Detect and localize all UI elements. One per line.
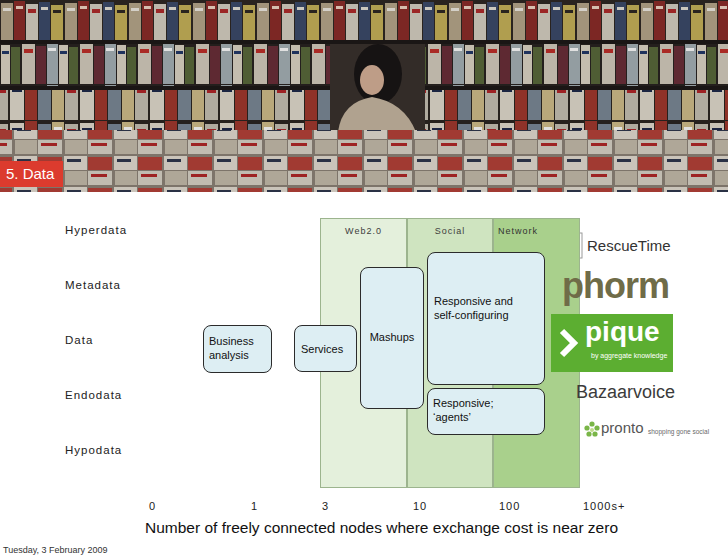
label-slot: 10 bbox=[413, 500, 427, 513]
logo-text: by aggregate knowledge bbox=[591, 352, 667, 360]
label-slot: Hypodata bbox=[65, 444, 122, 457]
label-slot: Data bbox=[65, 334, 93, 347]
date-footer: Tuesday, 3 February 2009 bbox=[3, 545, 108, 555]
process-box: Mashups bbox=[360, 267, 424, 409]
photo-shade bbox=[0, 0, 728, 192]
slide-title: 5. Data bbox=[6, 165, 54, 183]
axis-tick: 3 bbox=[322, 500, 329, 513]
label-slot: 100 bbox=[499, 500, 520, 513]
label-slot: 0 bbox=[149, 500, 156, 513]
axis-tick: 10 bbox=[413, 500, 427, 513]
row-label: Data bbox=[65, 334, 93, 347]
label-slot: Hyperdata bbox=[65, 224, 127, 237]
pronto-petal bbox=[592, 431, 597, 436]
logo-text: phorm bbox=[562, 265, 669, 306]
label-slot: RescueTime bbox=[587, 237, 671, 254]
label-slot: Bazaarvoice bbox=[576, 382, 675, 403]
row-label: Endodata bbox=[65, 389, 122, 402]
process-box: Responsive; ‘agents’ bbox=[427, 388, 545, 435]
axis-tick: 100 bbox=[499, 500, 520, 513]
row-label: Hypodata bbox=[65, 444, 122, 457]
label-slot: Metadata bbox=[65, 279, 121, 292]
band-label: Social bbox=[435, 226, 466, 236]
box-label: Responsive; ‘agents’ bbox=[433, 396, 528, 425]
pronto-petal bbox=[594, 425, 599, 430]
pronto-petal bbox=[589, 421, 594, 426]
label-slot: Tuesday, 3 February 2009 bbox=[3, 545, 108, 555]
photo-ground bbox=[0, 0, 728, 192]
process-box: Services bbox=[294, 325, 357, 372]
label-slot: 1 bbox=[251, 500, 258, 513]
box-label: Mashups bbox=[370, 330, 415, 344]
label-slot: 3 bbox=[322, 500, 329, 513]
chevron-mark bbox=[562, 331, 574, 355]
row-label: Metadata bbox=[65, 279, 121, 292]
box-label: Services bbox=[301, 342, 343, 356]
pronto-centre bbox=[590, 428, 594, 432]
label-slot: phorm bbox=[562, 265, 669, 306]
axis-tick: 0 bbox=[149, 500, 156, 513]
pronto-petal bbox=[584, 425, 589, 430]
label-slot: Endodata bbox=[65, 389, 122, 402]
logo-text: Bazaarvoice bbox=[576, 382, 675, 403]
process-box: Responsive and self-configuring bbox=[427, 252, 545, 385]
band-label: Network bbox=[498, 226, 538, 236]
logo-text: pique bbox=[585, 317, 660, 348]
axis-tick: 1 bbox=[251, 500, 258, 513]
band-label: Web2.0 bbox=[345, 226, 382, 236]
logo-chevron bbox=[551, 314, 585, 372]
logo-text: pronto bbox=[601, 419, 644, 436]
pronto-petal bbox=[586, 431, 591, 436]
axis-title: Number of freely connected nodes where e… bbox=[145, 519, 618, 537]
axis-tick: 1000s+ bbox=[583, 500, 625, 513]
label-slot: Number of freely connected nodes where e… bbox=[145, 519, 618, 537]
box-label: Business analysis bbox=[209, 334, 267, 363]
process-box: Business analysis bbox=[203, 325, 272, 373]
box-label: Responsive and self-configuring bbox=[434, 294, 529, 323]
title-tag: 5. Data bbox=[0, 161, 63, 187]
row-label: Hyperdata bbox=[65, 224, 127, 237]
logo-tagline: shopping gone social bbox=[648, 428, 709, 435]
label-slot: 1000s+ bbox=[583, 500, 625, 513]
label-slot: pronto bbox=[601, 419, 644, 436]
photo-newsstand bbox=[0, 0, 728, 192]
label-slot: shopping gone social bbox=[648, 428, 709, 435]
logo-text: RescueTime bbox=[587, 237, 671, 254]
logo-box: pique by aggregate knowledge bbox=[551, 314, 673, 372]
